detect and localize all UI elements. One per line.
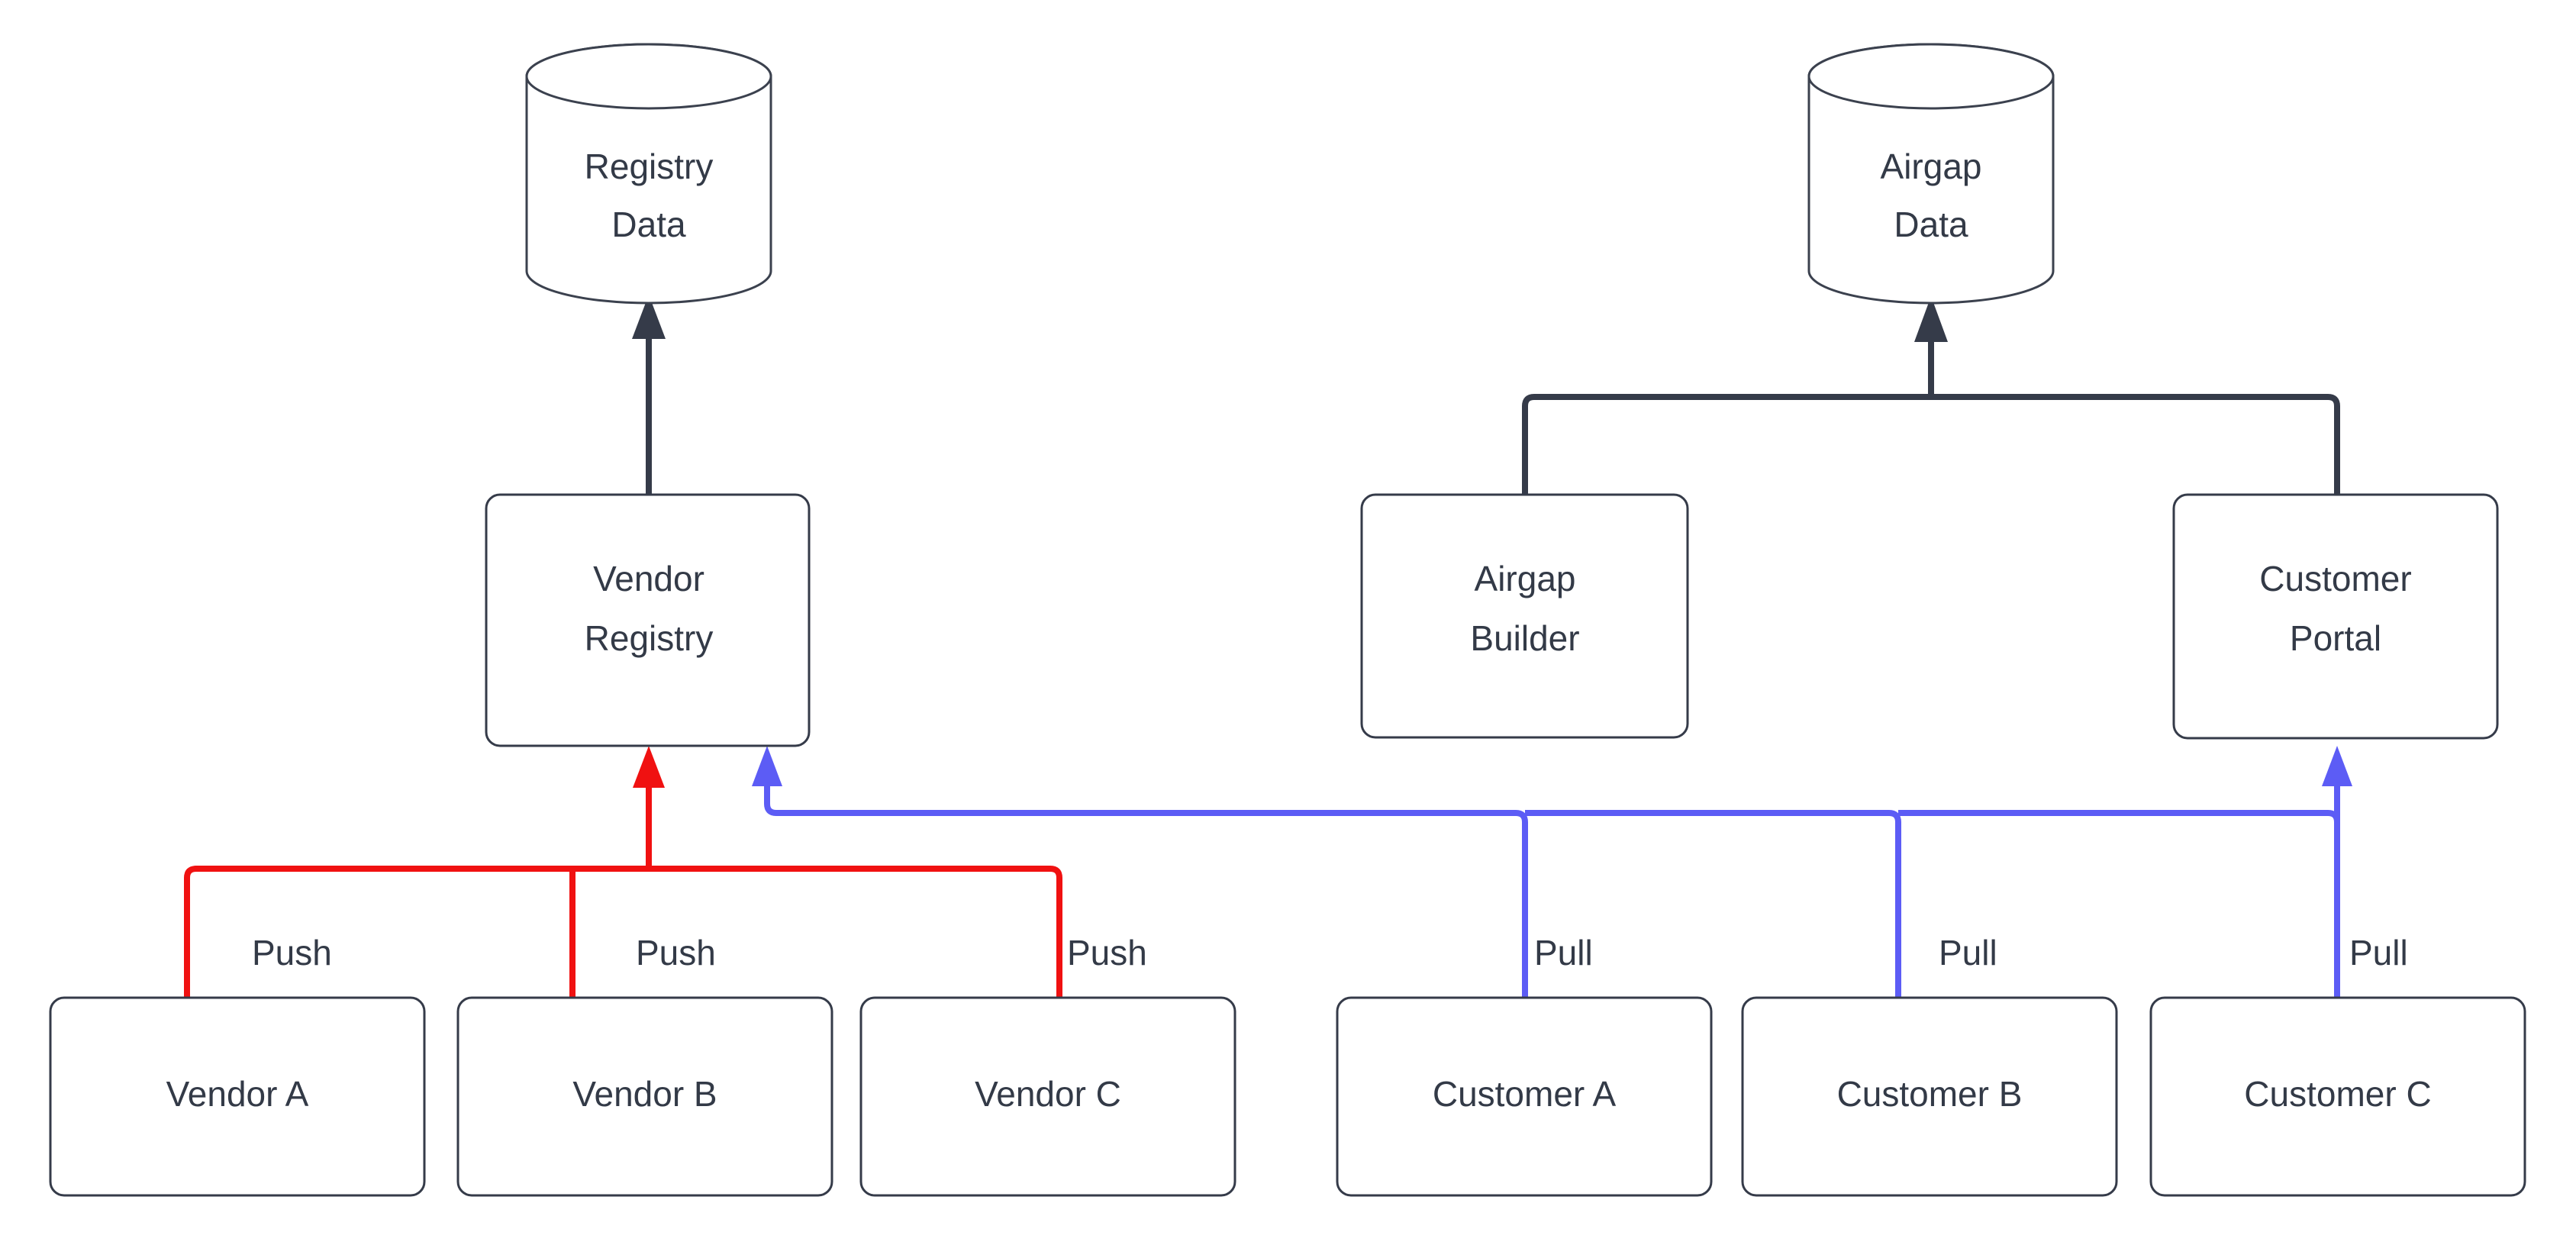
node-label-line2: Portal [2290,618,2381,658]
cylinder-top-ellipse [525,43,772,110]
edge-line [1522,394,1931,495]
edge-customer-b-pull [1525,810,1901,998]
edge-line [764,771,1528,998]
node-box [1360,493,1689,739]
edge-label-push-vendor-b: Push [636,933,716,973]
node-customer-portal[interactable]: Customer Portal [2172,493,2499,740]
node-label: Vendor C [975,1074,1121,1114]
edge-label-pull-customer-a: Pull [1534,933,1593,973]
node-customer-c[interactable]: Customer C [2149,996,2526,1197]
edge-push-riser-to-vendor-registry [633,746,665,869]
node-label: Vendor A [166,1074,309,1114]
arrow-head-icon [633,746,665,788]
node-label: Customer A [1433,1074,1617,1114]
node-box [859,996,1236,1197]
node-label-line2: Data [611,205,686,244]
node-registry-data[interactable]: Registry Data [525,43,772,305]
node-label: Customer B [1837,1074,2023,1114]
edge-customer-portal-to-airgap-data [1931,394,2340,495]
edge-label-push-vendor-c: Push [1067,933,1147,973]
node-box [485,493,811,747]
edge-customer-c-pull [1898,746,2352,998]
edge-customer-a-pull [752,746,1528,998]
node-label: Customer C [2244,1074,2431,1114]
node-label-line2: Builder [1470,618,1579,658]
node-label-line1: Airgap [1881,147,1982,186]
arrow-head-icon [752,746,782,786]
arrow-head-icon [2322,746,2352,786]
node-box [1741,996,2118,1197]
cylinder-top-ellipse [1807,43,2055,110]
edge-line [1525,810,1901,998]
node-label-line1: Vendor [593,559,704,598]
arrow-head-icon [632,295,666,339]
edge-vendor-registry-to-registry-data [632,295,666,495]
edge-label-push-vendor-a: Push [252,933,332,973]
edge-line [649,866,1062,998]
node-box [2172,493,2499,740]
node-vendor-b[interactable]: Vendor B [456,996,833,1197]
node-label-line1: Customer [2259,559,2411,598]
node-box [1336,996,1713,1197]
node-airgap-builder[interactable]: Airgap Builder [1360,493,1689,739]
edge-label-pull-customer-c: Pull [2349,933,2408,973]
edge-line [184,866,649,998]
node-box [2149,996,2526,1197]
node-customer-b[interactable]: Customer B [1741,996,2118,1197]
node-vendor-registry[interactable]: Vendor Registry [485,493,811,747]
node-box [456,996,833,1197]
node-label-line1: Airgap [1475,559,1576,598]
node-airgap-data[interactable]: Airgap Data [1807,43,2055,305]
edge-line [1931,394,2340,495]
edge-airgap-builder-to-airgap-data [1522,394,1931,495]
node-vendor-a[interactable]: Vendor A [49,996,426,1197]
node-customer-a[interactable]: Customer A [1336,996,1713,1197]
node-label: Vendor B [572,1074,717,1114]
edge-vendor-a-push [184,866,649,998]
node-label-line2: Data [1894,205,1968,244]
arrow-head-icon [1914,296,1948,342]
edge-airgap-data-riser [1914,296,1948,397]
node-vendor-c[interactable]: Vendor C [859,996,1236,1197]
node-box [49,996,426,1197]
edge-label-pull-customer-b: Pull [1939,933,1997,973]
node-label-line2: Registry [585,618,714,658]
edge-vendor-c-push [649,866,1062,998]
node-label-line1: Registry [585,147,714,186]
